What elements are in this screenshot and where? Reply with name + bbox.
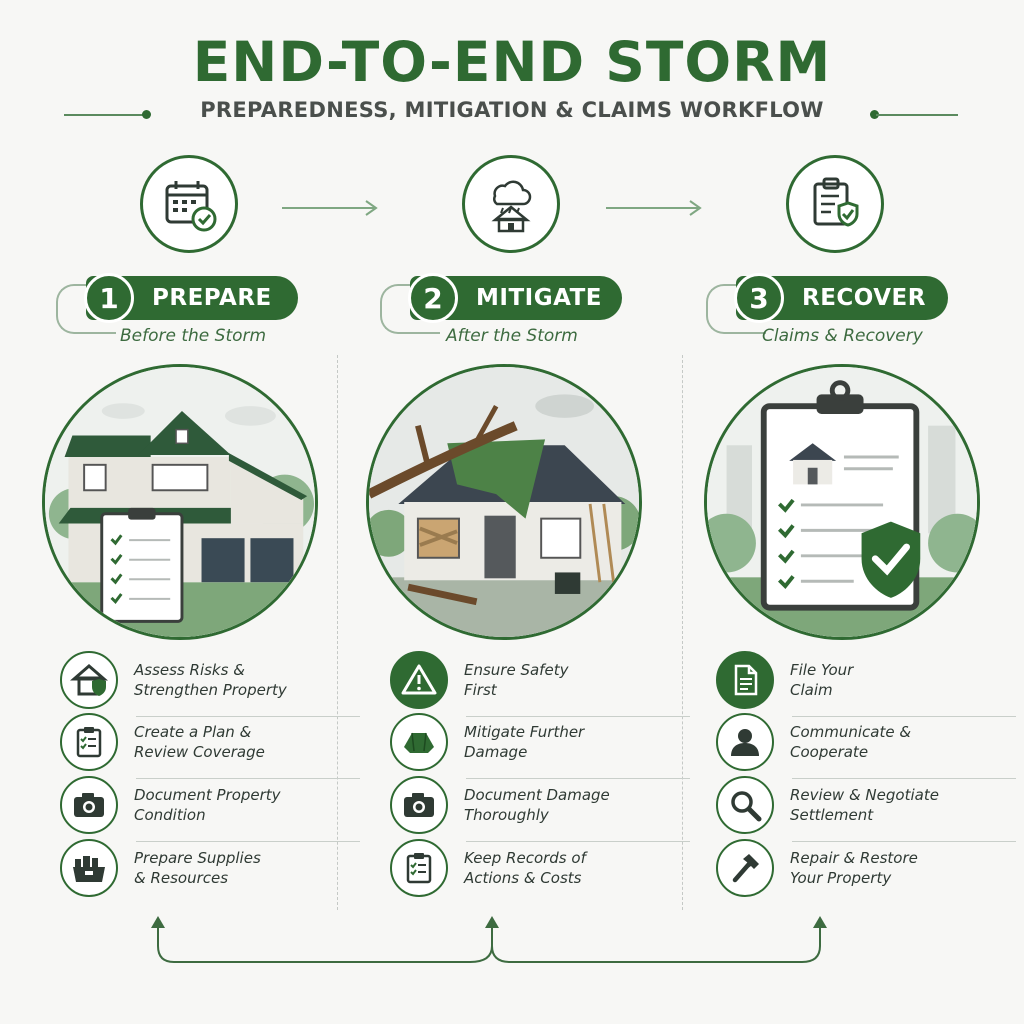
flow-arrow-2-3 (606, 200, 702, 216)
cycle-connector (151, 916, 827, 963)
step-line-1: Repair & Restore (790, 849, 918, 867)
house-shield-icon (60, 651, 118, 709)
step-line-1: Document Damage (464, 786, 610, 804)
step-line-1: Ensure Safety (464, 661, 569, 679)
phase-column-mitigate: 2 MITIGATE After the Storm (364, 150, 694, 910)
step-line-1: Create a Plan & (134, 723, 252, 741)
flow-arrow-1-2 (282, 200, 378, 216)
phase-label: PREPARE (152, 285, 272, 311)
step-communicate: Communicate & Cooperate (716, 712, 1016, 772)
column-divider-2 (682, 355, 683, 910)
magnifier-icon (716, 776, 774, 834)
cycle-arrowhead-1 (151, 916, 165, 928)
step-prepare-supplies: Prepare Supplies & Resources (60, 838, 360, 898)
prepare-illustration (42, 364, 318, 640)
step-line-1: File Your (790, 661, 854, 679)
step-line-2: & Resources (134, 869, 229, 887)
step-line-1: Keep Records of (464, 849, 586, 867)
warning-icon (390, 651, 448, 709)
page-subtitle: PREPAREDNESS, MITIGATION & CLAIMS WORKFL… (200, 98, 824, 122)
person-icon (716, 713, 774, 771)
step-file-claim: File Your Claim (716, 650, 1016, 710)
phase-label: RECOVER (802, 285, 926, 311)
recover-illustration (704, 364, 980, 640)
step-line-2: Settlement (790, 806, 874, 824)
step-line-2: First (464, 681, 497, 699)
calendar-check-icon (140, 155, 238, 253)
tarp-icon (390, 713, 448, 771)
step-line-1: Document Property (134, 786, 281, 804)
step-line-2: Damage (464, 743, 528, 761)
column-divider-1 (337, 355, 338, 910)
step-document-property: Document Property Condition (60, 775, 360, 835)
phase-pill: 2 MITIGATE (408, 273, 622, 323)
step-assess-risks: Assess Risks & Strengthen Property (60, 650, 360, 710)
phase-subtitle: Before the Storm (120, 326, 267, 346)
step-line-2: Condition (134, 806, 206, 824)
storm-house-icon (462, 155, 560, 253)
cycle-arrowhead-3 (813, 916, 827, 928)
step-line-2: Cooperate (790, 743, 869, 761)
title-rule-left-dot (142, 110, 151, 119)
camera-icon (60, 776, 118, 834)
title-rule-right-dot (870, 110, 879, 119)
phase-pill: 1 PREPARE (84, 273, 298, 323)
step-document-damage: Document Damage Thoroughly (390, 775, 690, 835)
mitigate-illustration (366, 364, 642, 640)
step-line-2: Thoroughly (464, 806, 549, 824)
cycle-arrowhead-2 (485, 916, 499, 928)
page-title: END-TO-END STORM (192, 30, 832, 94)
clipboard-checklist-icon (60, 713, 118, 771)
step-mitigate-damage: Mitigate Further Damage (390, 712, 690, 772)
phase-header-prepare: 1 PREPARE Before the Storm (56, 273, 316, 346)
step-keep-records: Keep Records of Actions & Costs (390, 838, 690, 898)
phase-subtitle: After the Storm (446, 326, 578, 346)
phase-header-recover: 3 RECOVER Claims & Recovery (706, 273, 966, 346)
phase-number: 2 (408, 273, 458, 323)
phase-subtitle: Claims & Recovery (762, 326, 923, 346)
title-rule-right (876, 114, 958, 116)
hammer-icon (716, 839, 774, 897)
step-review-settlement: Review & Negotiate Settlement (716, 775, 1016, 835)
phase-header-mitigate: 2 MITIGATE After the Storm (380, 273, 640, 346)
phase-column-prepare: 1 PREPARE Before the Storm (40, 150, 370, 910)
step-line-1: Mitigate Further (464, 723, 585, 741)
clipboard-shield-icon (786, 155, 884, 253)
phase-column-recover: 3 RECOVER Claims & Recovery (690, 150, 1020, 910)
phase-number: 3 (734, 273, 784, 323)
step-line-2: Claim (790, 681, 833, 699)
title-rule-left (64, 114, 146, 116)
phase-label: MITIGATE (476, 285, 602, 311)
step-ensure-safety: Ensure Safety First (390, 650, 690, 710)
camera-icon (390, 776, 448, 834)
supply-box-icon (60, 839, 118, 897)
step-line-2: Strengthen Property (134, 681, 287, 699)
step-line-1: Prepare Supplies (134, 849, 261, 867)
step-line-1: Review & Negotiate (790, 786, 939, 804)
step-line-2: Your Property (790, 869, 892, 887)
step-repair-restore: Repair & Restore Your Property (716, 838, 1016, 898)
phase-pill: 3 RECOVER (734, 273, 948, 323)
step-line-1: Assess Risks & (134, 661, 245, 679)
document-icon (716, 651, 774, 709)
step-line-1: Communicate & (790, 723, 912, 741)
phase-number: 1 (84, 273, 134, 323)
step-create-plan: Create a Plan & Review Coverage (60, 712, 360, 772)
step-line-2: Review Coverage (134, 743, 265, 761)
clipboard-checklist-icon (390, 839, 448, 897)
step-line-2: Actions & Costs (464, 869, 582, 887)
